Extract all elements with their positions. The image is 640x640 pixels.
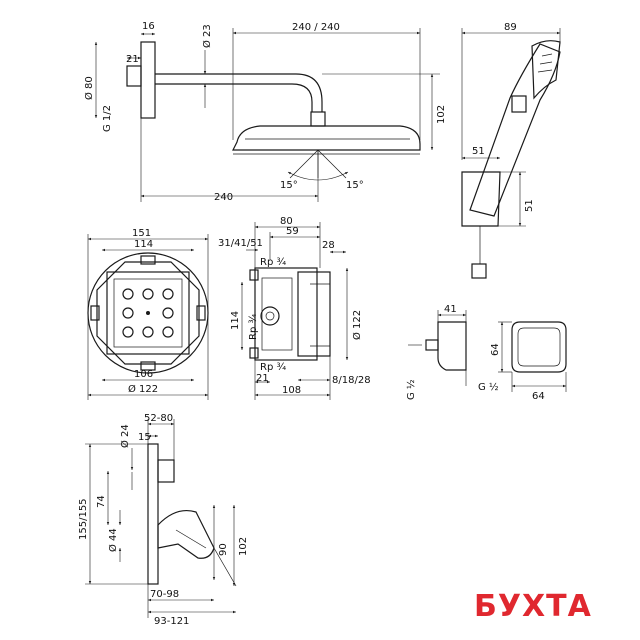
dim-15deg-left: 15° (280, 180, 298, 191)
dim-89: 89 (504, 22, 517, 33)
dim-diam-23: Ø 23 (201, 24, 213, 48)
hand-shower-drawing: 89 51 51 (461, 22, 561, 279)
box-octagon (96, 261, 200, 365)
mixer-plate (147, 443, 159, 585)
dim-64-width: 64 (532, 391, 545, 402)
brand-logo: БУХТА (474, 589, 592, 624)
dim-16: 16 (142, 21, 155, 32)
mounting-holes (122, 288, 174, 338)
dim-g-half: G 1/2 (102, 105, 113, 132)
dim-51-width: 51 (472, 146, 485, 157)
dim-102: 102 (238, 537, 249, 556)
dim-151: 151 (132, 228, 151, 239)
label-g-half-bottom: G ½ (478, 381, 499, 393)
dim-52-80: 52-80 (144, 413, 173, 424)
dim-8-18-28: 8/18/28 (332, 375, 371, 386)
dim-114: 114 (134, 239, 153, 250)
label-rp-top: Rp ¾ (260, 257, 286, 268)
mounting-box-front: 151 114 106 Ø 122 (87, 228, 209, 400)
label-rp-bottom: Rp ¾ (260, 362, 286, 373)
mounting-box-side: 80 59 31/41/51 28 Rp ¾ Rp ¾ Rp ¾ 114 Ø 1… (218, 216, 371, 400)
mixer-drawing: 52-80 15 Ø 24 155/155 74 Ø 44 90 102 70-… (78, 413, 249, 627)
wall-outlet-drawing: 41 64 64 G ½ G ½ (405, 304, 567, 402)
head-shower-drawing: 16 21 Ø 80 G 1/2 Ø 23 240 / 240 102 15° … (83, 21, 447, 203)
dim-155-155: 155/155 (78, 498, 89, 540)
dim-diam-80: Ø 80 (83, 76, 95, 100)
dim-74: 74 (96, 495, 107, 508)
label-rp-mid: Rp ¾ (248, 314, 259, 340)
dim-diam-122: Ø 122 (128, 383, 158, 395)
outlet-side-view (437, 321, 467, 371)
dim-108: 108 (282, 385, 301, 396)
dim-15: 15 (138, 432, 151, 443)
dim-240-240: 240 / 240 (292, 22, 340, 33)
dim-21: 21 (126, 54, 139, 65)
dim-59: 59 (286, 226, 299, 237)
hand-shower-handle (469, 43, 561, 217)
dim-diam-44: Ø 44 (107, 528, 119, 552)
label-g-half-side: G ½ (405, 379, 417, 400)
dim-114: 114 (230, 311, 241, 330)
outlet-front-view (511, 321, 567, 373)
dim-90: 90 (218, 543, 229, 556)
dim-31-41-51: 31/41/51 (218, 238, 263, 249)
dim-15deg-right: 15° (346, 180, 364, 191)
dim-diam-24: Ø 24 (119, 424, 131, 448)
dim-106: 106 (134, 369, 153, 380)
dim-70-98: 70-98 (150, 589, 179, 600)
valve-port (260, 306, 280, 326)
dim-93-121: 93-121 (154, 616, 189, 627)
wall-flange (140, 41, 156, 119)
dim-diam-122: Ø 122 (351, 310, 363, 340)
mixer-cartridge (157, 459, 175, 483)
dim-41: 41 (444, 304, 457, 315)
dim-64-height: 64 (490, 343, 501, 356)
hand-shower-head (531, 40, 561, 100)
dim-102: 102 (436, 105, 447, 124)
mixer-lever (157, 509, 215, 559)
shower-arm (155, 73, 323, 112)
dim-28: 28 (322, 240, 335, 251)
rain-shower-plate (232, 125, 421, 151)
dim-51-height: 51 (524, 199, 535, 212)
dim-240: 240 (214, 192, 233, 203)
dim-80: 80 (280, 216, 293, 227)
dim-21: 21 (256, 373, 269, 384)
